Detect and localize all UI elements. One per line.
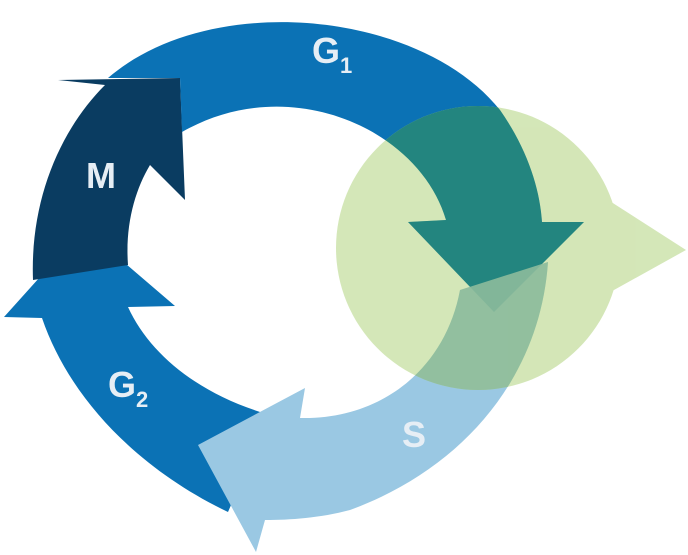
m-arrow (32, 78, 185, 280)
g1-arrow-overlap (336, 106, 584, 312)
m-label: M (86, 155, 116, 196)
s-arrow-overlap (336, 262, 548, 390)
g1-label: G1 (312, 30, 352, 78)
s-label: S (402, 414, 426, 455)
g2-arrow (4, 228, 270, 512)
g2-label: G2 (108, 364, 148, 412)
